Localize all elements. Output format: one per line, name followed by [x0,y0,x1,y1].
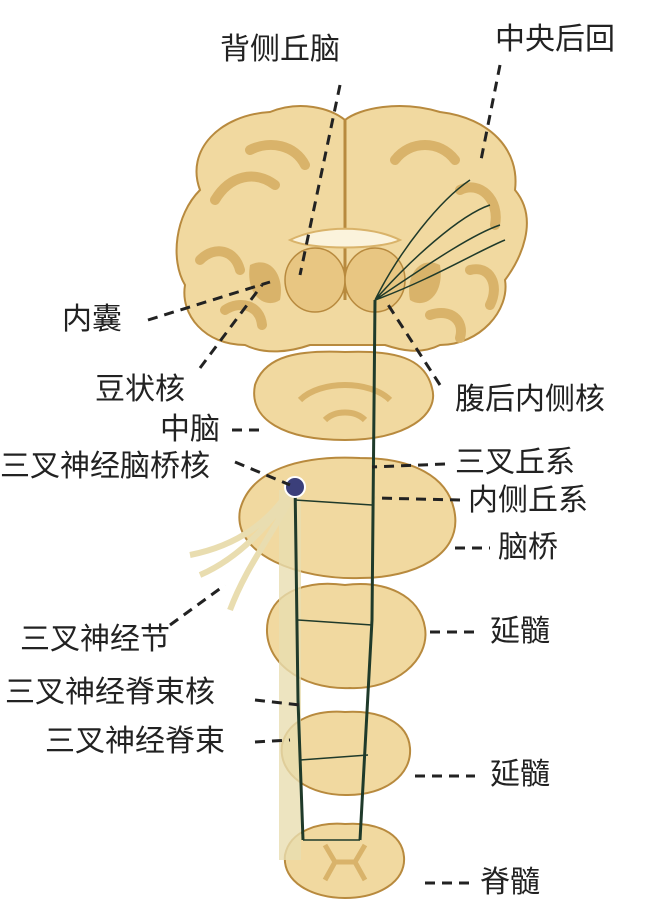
label-medial-lemniscus: 内侧丘系 [468,483,588,518]
midbrain-section [253,350,435,442]
trigeminal-nerve-roots [189,488,293,612]
label-medulla-upper: 延髓 [490,614,550,649]
trigeminal-pathways [189,179,506,860]
label-postcentral-gyrus: 中央后回 [495,22,615,57]
label-medulla-lower: 延髓 [490,757,550,792]
lemniscus-tract [358,299,377,841]
thalamus-left [284,247,346,313]
cortical-fibers [374,179,506,301]
label-trigeminal-ganglion: 三叉神经节 [20,622,170,657]
label-trigeminal-lemniscus: 三叉丘系 [455,445,575,480]
crossing-fibers [294,499,373,841]
leader-dorsal-thalamus [298,84,342,276]
label-lentiform-nucleus: 豆状核 [95,372,185,407]
lower-medulla-section [280,710,412,797]
label-spinal-cord: 脊髓 [480,865,540,900]
trigeminal-ganglion-shape [284,476,306,498]
corpus-callosum [287,227,403,249]
label-spinal-trigeminal-tract: 三叉神经脊束 [45,724,225,759]
leader-internal-capsule [147,280,271,322]
leader-medial-lemniscus [374,496,461,502]
leader-pontine-nucleus [234,460,291,487]
cerebrum-section [175,105,528,353]
label-internal-capsule: 内囊 [62,302,122,337]
label-trigeminal-pontine-nucleus: 三叉神经脑桥核 [0,449,210,484]
brainstem-sections [238,350,457,900]
label-pons: 脑桥 [498,530,558,565]
leader-trigeminal-lemniscus [371,462,446,469]
leader-lentiform [198,284,264,369]
label-midbrain: 中脑 [160,412,220,447]
spinal-tract [293,479,305,841]
label-spinal-trigeminal-nucleus: 三叉神经脊束核 [5,675,215,710]
label-dorsal-thalamus: 背侧丘脑 [220,32,340,67]
upper-medulla-section [265,582,427,690]
label-vpm-nucleus: 腹后内侧核 [455,382,605,417]
leader-ganglion [169,583,226,627]
spinal-gray-matter [322,843,368,882]
leader-spinal-tract [254,738,291,744]
leader-spinal-nucleus [254,698,301,707]
leader-lines [147,64,502,885]
midbrain-detail [297,382,393,423]
cerebrum-gyri [195,140,501,343]
